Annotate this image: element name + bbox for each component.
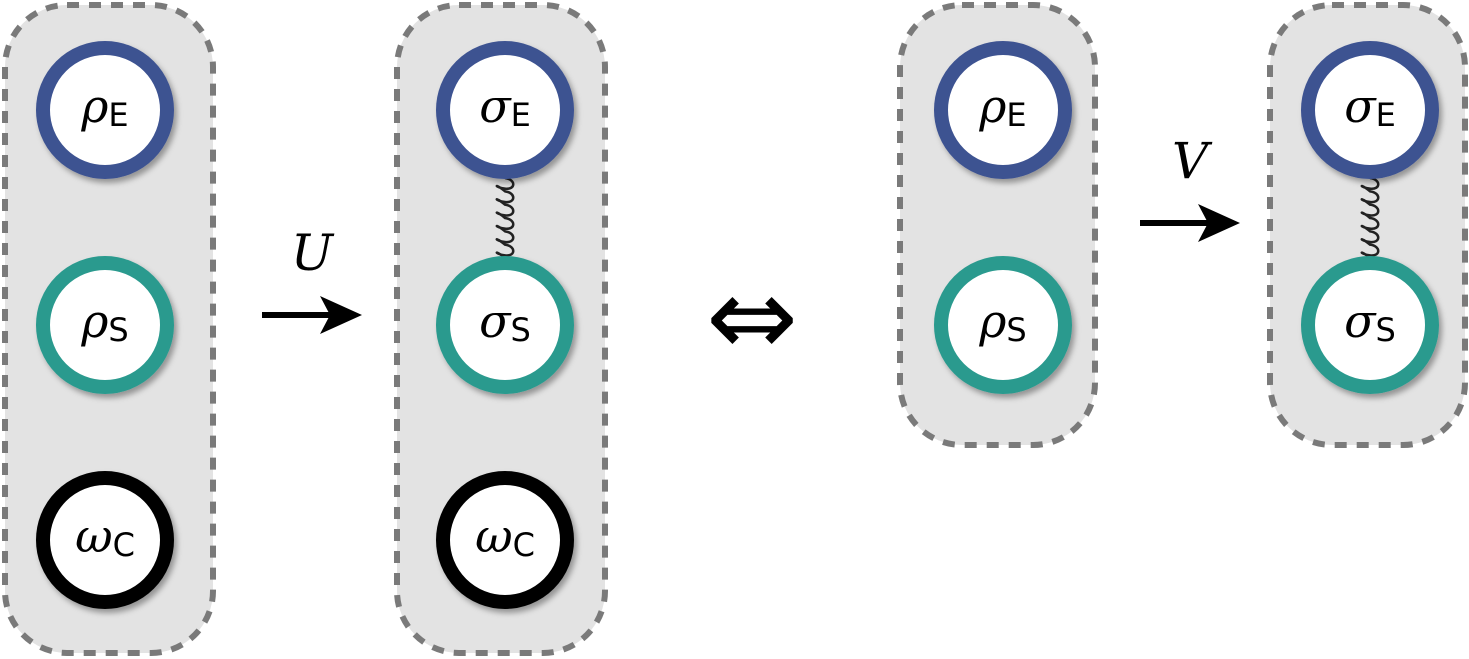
node-subscript: S bbox=[1376, 311, 1396, 349]
node-subscript: S bbox=[511, 311, 531, 349]
node-subscript: C bbox=[513, 526, 535, 564]
node-symbol: σ bbox=[1344, 79, 1377, 133]
node-symbol: σ bbox=[1344, 294, 1377, 348]
node-subscript: E bbox=[1006, 96, 1026, 134]
svg-text:σS: σS bbox=[479, 294, 531, 349]
arrow-u bbox=[262, 296, 362, 334]
svg-text:ρS: ρS bbox=[978, 294, 1026, 349]
node-omega-c-left: ωC bbox=[36, 471, 174, 609]
svg-text:σE: σE bbox=[479, 79, 531, 134]
node-sigma-s-right: σS bbox=[1301, 256, 1439, 394]
svg-text:ρS: ρS bbox=[80, 294, 128, 349]
node-subscript: S bbox=[1006, 311, 1026, 349]
node-symbol: ρ bbox=[80, 79, 108, 133]
svg-text:ρE: ρE bbox=[978, 79, 1026, 134]
svg-text:σS: σS bbox=[1344, 294, 1396, 349]
node-sigma-e-right: σE bbox=[1301, 41, 1439, 179]
node-symbol: ω bbox=[75, 509, 113, 563]
node-subscript: E bbox=[1376, 96, 1396, 134]
node-subscript: S bbox=[108, 311, 128, 349]
operator-u-label: U bbox=[291, 224, 335, 282]
correlation-coil-left bbox=[495, 176, 515, 259]
node-symbol: ω bbox=[475, 509, 513, 563]
node-rho-s-right: ρS bbox=[934, 256, 1072, 394]
node-rho-e-left: ρE bbox=[36, 41, 174, 179]
node-symbol: ρ bbox=[978, 294, 1006, 348]
node-symbol: σ bbox=[479, 79, 512, 133]
node-subscript: E bbox=[511, 96, 531, 134]
correlation-coil-right bbox=[1360, 176, 1380, 259]
node-subscript: E bbox=[108, 96, 128, 134]
arrow-v bbox=[1140, 204, 1240, 242]
node-omega-c-right: ωC bbox=[436, 471, 574, 609]
node-sigma-e-left: σE bbox=[436, 41, 574, 179]
svg-text:ωC: ωC bbox=[475, 509, 535, 564]
node-rho-s-left: ρS bbox=[36, 256, 174, 394]
node-symbol: ρ bbox=[978, 79, 1006, 133]
svg-text:ρE: ρE bbox=[80, 79, 128, 134]
node-sigma-s-left: σS bbox=[436, 256, 574, 394]
svg-text:σE: σE bbox=[1344, 79, 1396, 134]
operator-v-label: V bbox=[1172, 132, 1213, 190]
node-symbol: ρ bbox=[80, 294, 108, 348]
svg-text:ωC: ωC bbox=[75, 509, 135, 564]
node-subscript: C bbox=[113, 526, 135, 564]
equivalence-symbol: ⇔ bbox=[706, 253, 798, 381]
node-rho-e-right: ρE bbox=[934, 41, 1072, 179]
node-symbol: σ bbox=[479, 294, 512, 348]
